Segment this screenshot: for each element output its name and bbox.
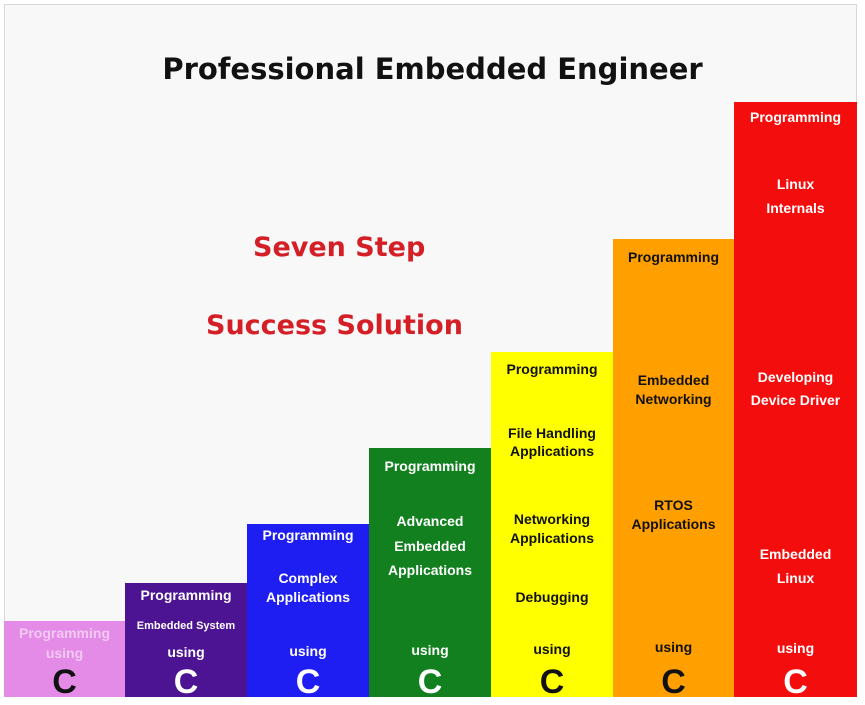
step-3-block: Programming Complex Applications using C <box>247 524 369 701</box>
step-7-linux-2: Linux <box>776 570 815 586</box>
step-4-applications: Applications <box>387 562 472 578</box>
diagram-title: Professional Embedded Engineer <box>162 52 703 86</box>
step-6-c-letter: C <box>661 663 686 701</box>
step-2-block: Programming Embedded System using C <box>125 583 247 701</box>
step-7-linux: Linux <box>776 176 815 192</box>
step-3-complex: Complex <box>278 570 338 586</box>
step-7-internals: Internals <box>766 200 825 216</box>
step-4-c-letter: C <box>417 663 443 701</box>
step-6-rtos: RTOS <box>654 497 693 513</box>
step-2-c-letter: C <box>173 663 199 701</box>
step-6-using: using <box>654 639 693 655</box>
step-7-using: using <box>776 640 815 656</box>
step-3-applications: Applications <box>265 589 350 605</box>
step-5-debugging: Debugging <box>515 589 589 605</box>
step-4-embedded: Embedded <box>394 538 466 554</box>
step-7-programming: Programming <box>749 109 841 125</box>
step-3-c-letter: C <box>295 663 321 701</box>
step-6-applications: Applications <box>631 516 716 532</box>
step-2-embedded-system: Embedded System <box>136 620 236 632</box>
step-3-programming: Programming <box>262 527 354 543</box>
tagline-line-2: Success Solution <box>206 310 463 341</box>
step-3-using: using <box>289 643 327 659</box>
tagline-line-1: Seven Step <box>253 232 426 263</box>
step-7-device-driver: Device Driver <box>750 392 841 408</box>
step-4-block: Programming Advanced Embedded Applicatio… <box>369 448 491 701</box>
step-2-programming: Programming <box>140 587 232 603</box>
step-5-applications-1: Applications <box>509 443 594 459</box>
step-7-developing: Developing <box>757 369 834 385</box>
step-4-using: using <box>411 642 449 658</box>
step-6-block: Programming Embedded Networking RTOS App… <box>613 239 734 701</box>
step-2-using: using <box>167 644 205 660</box>
step-7-embedded: Embedded <box>759 546 832 562</box>
step-6-programming: Programming <box>627 249 719 265</box>
step-5-c-letter: C <box>539 663 565 701</box>
step-4-advanced: Advanced <box>396 513 464 529</box>
step-1-c-letter: C <box>52 663 77 701</box>
step-1-using: using <box>45 645 84 661</box>
step-1-programming: Programming <box>18 625 110 641</box>
step-4-programming: Programming <box>384 458 476 474</box>
step-6-embedded: Embedded <box>637 372 710 388</box>
step-5-using: using <box>533 641 571 657</box>
step-6-networking: Networking <box>635 391 712 407</box>
step-7-block: Programming Linux Internals Developing D… <box>734 102 857 701</box>
step-7-c-letter: C <box>783 663 808 701</box>
step-5-programming: Programming <box>506 361 598 377</box>
step-5-networking: Networking <box>513 511 591 527</box>
step-5-block: Programming File Handling Applications N… <box>491 352 613 701</box>
step-1-block: Programming using C <box>4 621 125 701</box>
step-5-file-handling: File Handling <box>508 425 596 441</box>
step-5-applications-2: Applications <box>509 530 594 546</box>
